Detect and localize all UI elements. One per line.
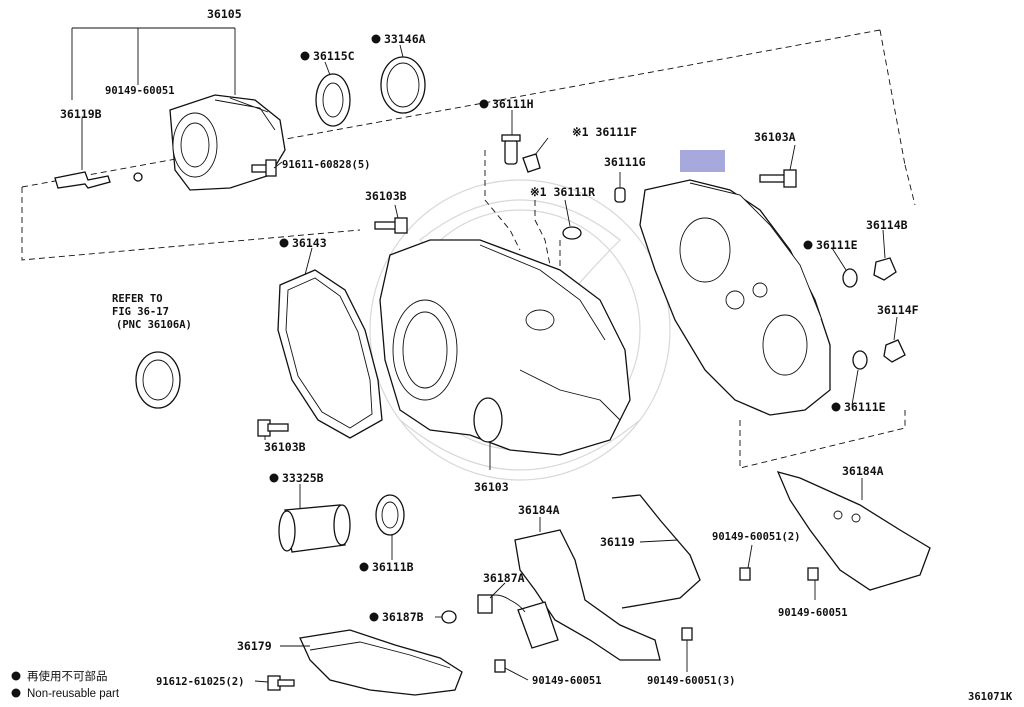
label-36179: 36179 [237, 639, 272, 653]
label-36105: 36105 [207, 7, 242, 21]
label-36187a: 36187A [483, 571, 525, 585]
non-reusable-dots [11, 34, 841, 698]
reference-line-2: FIG 36-17 [112, 306, 169, 318]
label-36111h: 36111H [492, 97, 534, 111]
part-36187a-sensor [477, 594, 559, 649]
part-36114f-plug [883, 339, 906, 363]
part-36111h-breather [501, 134, 521, 165]
label-90149-60051-2: 90149-60051(2) [712, 531, 801, 543]
bolt-90149-60051-right [807, 567, 819, 581]
label-36111f: ※1 36111F [572, 125, 637, 139]
bolt-91611-60828 [251, 159, 277, 177]
part-36184a-center-cover [514, 529, 661, 661]
label-36103a: 36103A [754, 130, 796, 144]
label-36114f: 36114F [877, 303, 919, 317]
part-36184a-right-cover [776, 471, 931, 591]
part-36111b-seal [375, 494, 405, 536]
label-90149-60051-top: 90149-60051 [105, 85, 175, 97]
bolt-90149-60051-2 [739, 567, 751, 581]
part-36119b-bracket [54, 171, 111, 189]
label-36114b: 36114B [866, 218, 908, 232]
label-36111b: 36111B [372, 560, 414, 574]
part-36111e-gasket-bottom [852, 350, 868, 370]
reference-line-1: REFER TO [112, 293, 163, 305]
bolt-36103b-top [374, 217, 408, 234]
label-36111e-top: 36111E [816, 238, 858, 252]
leader-lines [81, 44, 898, 683]
label-36184a-right: 36184A [842, 464, 884, 478]
part-36111f-plug [522, 153, 541, 173]
part-36103-transfer-case [379, 239, 631, 456]
label-33146a: 33146A [384, 32, 426, 46]
label-36143: 36143 [292, 236, 327, 250]
bolt-90149-60051-bottom [494, 659, 506, 673]
part-36114b-plug [873, 257, 897, 281]
label-33325b: 33325B [282, 471, 324, 485]
bolt-91612-61025 [267, 675, 295, 691]
legend-japanese: 再使用不可部品 [27, 669, 108, 683]
part-36143-gasket [277, 269, 383, 439]
label-91612-61025: 91612-61025(2) [156, 676, 245, 688]
highlight-part-marker [680, 150, 725, 172]
legend-english: Non-reusable part [27, 688, 120, 700]
part-36179-cover-plate [299, 629, 463, 696]
legend: 再使用不可部品 Non-reusable part [27, 669, 120, 700]
part-36111g-pin [614, 187, 626, 203]
part-33325b-sleeve [278, 504, 351, 553]
label-36111e-bottom: 36111E [844, 400, 886, 414]
bolt-36103a [759, 169, 797, 188]
label-36115c: 36115C [313, 49, 355, 63]
part-36187b-oring [441, 610, 457, 624]
reference-note: REFER TO FIG 36-17 (PNC 36106A) [112, 293, 192, 331]
part-36111e-gasket-top [842, 268, 858, 288]
label-36187b: 36187B [382, 610, 424, 624]
label-90149-60051-3: 90149-60051(3) [647, 675, 736, 687]
part-33146a-ring [380, 56, 426, 114]
bolt-36103b-left [257, 419, 289, 437]
part-rear-transfer-case [639, 179, 831, 416]
part-36111r-plug [562, 226, 582, 240]
part-labels: 36105 90149-60051 36119B 36115C 33146A 9… [60, 7, 919, 688]
bracket-36105 [71, 27, 236, 100]
label-36111r: ※1 36111R [530, 185, 595, 199]
label-36119b: 36119B [60, 107, 102, 121]
part-36106a-seal [135, 351, 181, 409]
label-91611-60828: 91611-60828(5) [282, 159, 371, 171]
label-36184a-center: 36184A [518, 503, 560, 517]
label-36111g: 36111G [604, 155, 646, 169]
label-36103: 36103 [474, 480, 509, 494]
label-36119: 36119 [600, 535, 635, 549]
label-90149-60051-bottom: 90149-60051 [532, 675, 602, 687]
label-90149-60051-right: 90149-60051 [778, 607, 848, 619]
reference-line-3: (PNC 36106A) [116, 319, 192, 331]
part-36115c-seal [315, 73, 351, 127]
label-36103b-top: 36103B [365, 189, 407, 203]
figure-id: 361071K [968, 691, 1013, 703]
bolt-90149-60051-top [133, 172, 143, 182]
bolt-90149-60051-3 [681, 627, 693, 641]
label-36103b-left: 36103B [264, 440, 306, 454]
part-36119-rod [611, 494, 701, 609]
